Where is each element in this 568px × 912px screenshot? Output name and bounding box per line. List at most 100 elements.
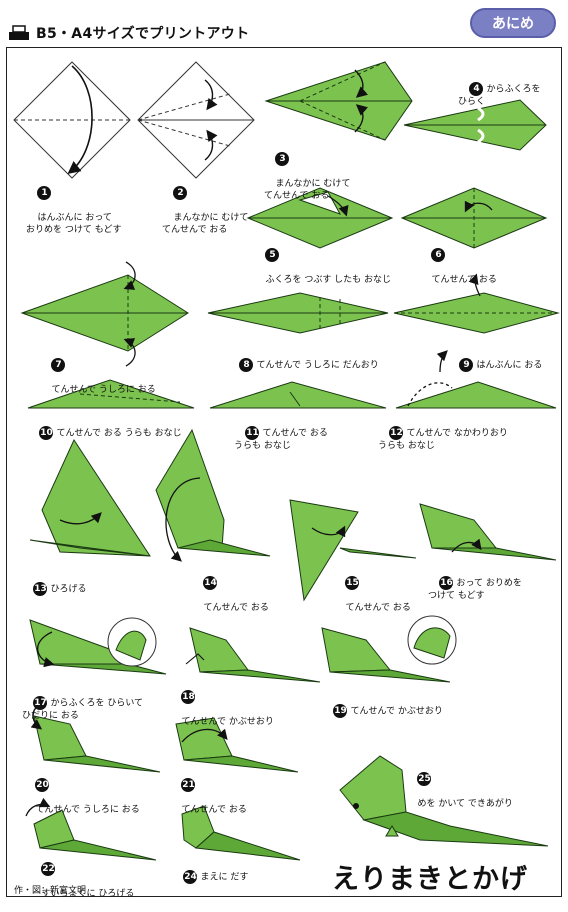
step-14-diagram	[155, 428, 271, 562]
step-25-text: めを かいて できあがり	[417, 799, 513, 809]
step-number-badge: 6	[431, 248, 446, 262]
step-number-badge: 7	[51, 358, 66, 372]
step-16-text: おって おりめを つけて もどす	[428, 578, 522, 602]
animation-button[interactable]: あにめ	[470, 8, 556, 38]
step-18-text: てんせんで かぶせおり	[181, 717, 274, 727]
step-5-caption: 5 ふくろを つぶす したも おなじ	[254, 236, 391, 298]
diagram-frame	[6, 47, 562, 897]
step-13-text: ひろげる	[50, 584, 87, 595]
step-2-text: まんなかに むけて てんせんで おる	[162, 213, 249, 235]
step-3-text: まんなかに むけて てんせんで おる	[264, 179, 351, 201]
step-20-text: てんせんで うしろに おる	[35, 805, 140, 815]
step-7-text: てんせんで うしろに おる	[51, 385, 156, 395]
step-18-caption: 18 てんせんで かぶせおり	[170, 678, 274, 740]
step-2-caption: 2 まんなかに むけて てんせんで おる	[162, 174, 248, 248]
step-number-badge: 24	[183, 870, 198, 884]
step-5-text: ふくろを つぶす したも おなじ	[265, 275, 392, 285]
step-16-diagram	[419, 503, 557, 561]
step-4-text: からふくろを ひらく	[458, 84, 541, 108]
step-17-text: からふくろを ひらいて ひだりに おる	[22, 698, 144, 722]
step-number-badge: 1	[37, 186, 52, 200]
step-number-badge: 14	[203, 576, 218, 590]
step-12-diagram	[395, 350, 557, 409]
step-number-badge: 20	[35, 778, 50, 792]
step-14-caption: 14 てんせんで おる	[192, 564, 269, 626]
step-1-caption: 1 はんぶんに おって おりめを つけて もどす	[26, 174, 122, 248]
step-14-text: てんせんで おる	[203, 603, 269, 613]
author-credit: 作・図：新宮文明	[14, 886, 87, 896]
step-10-diagram	[27, 379, 195, 409]
step-24-diagram	[181, 805, 301, 861]
step-number-badge: 8	[239, 358, 254, 372]
step-19-diagram	[321, 615, 457, 683]
step-6-text: てんせんで おる	[431, 275, 497, 285]
step-number-badge: 19	[333, 704, 348, 718]
step-20-caption: 20 てんせんで うしろに おる	[24, 766, 140, 828]
step-22-diagram	[25, 797, 157, 861]
step-19-text: てんせんで かぶせおり	[350, 706, 443, 717]
step-22-text: すいちょくに ひろげる	[41, 889, 135, 899]
step-9-text: はんぶんに おる	[476, 360, 543, 371]
step-18-diagram	[185, 627, 321, 683]
step-number-badge: 17	[33, 696, 48, 710]
step-4-diagram	[403, 99, 547, 151]
step-17-diagram	[29, 617, 167, 675]
step-number-badge: 21	[181, 778, 196, 792]
step-21-diagram	[175, 717, 299, 773]
step-number-badge: 5	[265, 248, 280, 262]
step-13-diagram	[29, 438, 151, 557]
print-size-label: B5・A4サイズでプリントアウト	[36, 26, 250, 42]
step-number-badge: 16	[439, 576, 454, 590]
step-12-text: てんせんで なかわりおり うらも おなじ	[378, 428, 508, 452]
print-header: B5・A4サイズでプリントアウト	[8, 20, 249, 46]
step-3-caption: 3 まんなかに むけて てんせんで おる	[264, 140, 350, 214]
step-number-badge: 2	[173, 186, 188, 200]
step-number-badge: 18	[181, 690, 196, 704]
step-3-diagram	[264, 61, 413, 141]
step-number-badge: 12	[389, 426, 404, 440]
step-number-badge: 10	[39, 426, 54, 440]
step-1-text: はんぶんに おって おりめを つけて もどす	[26, 213, 122, 235]
step-number-badge: 22	[41, 862, 56, 876]
step-15-caption: 15 てんせんで おる	[334, 564, 411, 626]
step-24-text: まえに だす	[200, 872, 249, 883]
step-number-badge: 15	[345, 576, 360, 590]
step-9-diagram	[393, 273, 560, 334]
step-25-caption: 25 めを かいて できあがり	[406, 760, 513, 822]
step-number-badge: 3	[275, 152, 290, 166]
step-11-diagram	[209, 381, 387, 409]
step-15-diagram	[289, 499, 417, 602]
step-21-text: てんせんで おる	[181, 805, 247, 815]
step-15-text: てんせんで おる	[345, 603, 411, 613]
page-title: えりまきとかげ	[332, 864, 528, 895]
step-8-text: てんせんで うしろに だんおり	[256, 360, 379, 371]
step-8-diagram	[207, 292, 389, 334]
step-20-diagram	[30, 705, 161, 773]
step-21-caption: 21 てんせんで おる	[170, 766, 247, 828]
step-number-badge: 4	[469, 82, 484, 96]
printer-icon	[9, 25, 29, 40]
step-22-caption: 22 すいちょくに ひろげる	[30, 850, 134, 912]
step-7-diagram	[20, 261, 189, 367]
step-10-text: てんせんで おる うらも おなじ	[56, 428, 182, 439]
step-7-caption: 7 てんせんで うしろに おる	[40, 346, 156, 408]
step-6-diagram	[400, 187, 548, 249]
step-5-diagram	[246, 187, 394, 249]
finished-lizard-diagram	[339, 755, 549, 847]
step-2-diagram	[137, 61, 255, 179]
step-number-badge: 25	[417, 772, 432, 786]
step-number-badge: 11	[245, 426, 260, 440]
